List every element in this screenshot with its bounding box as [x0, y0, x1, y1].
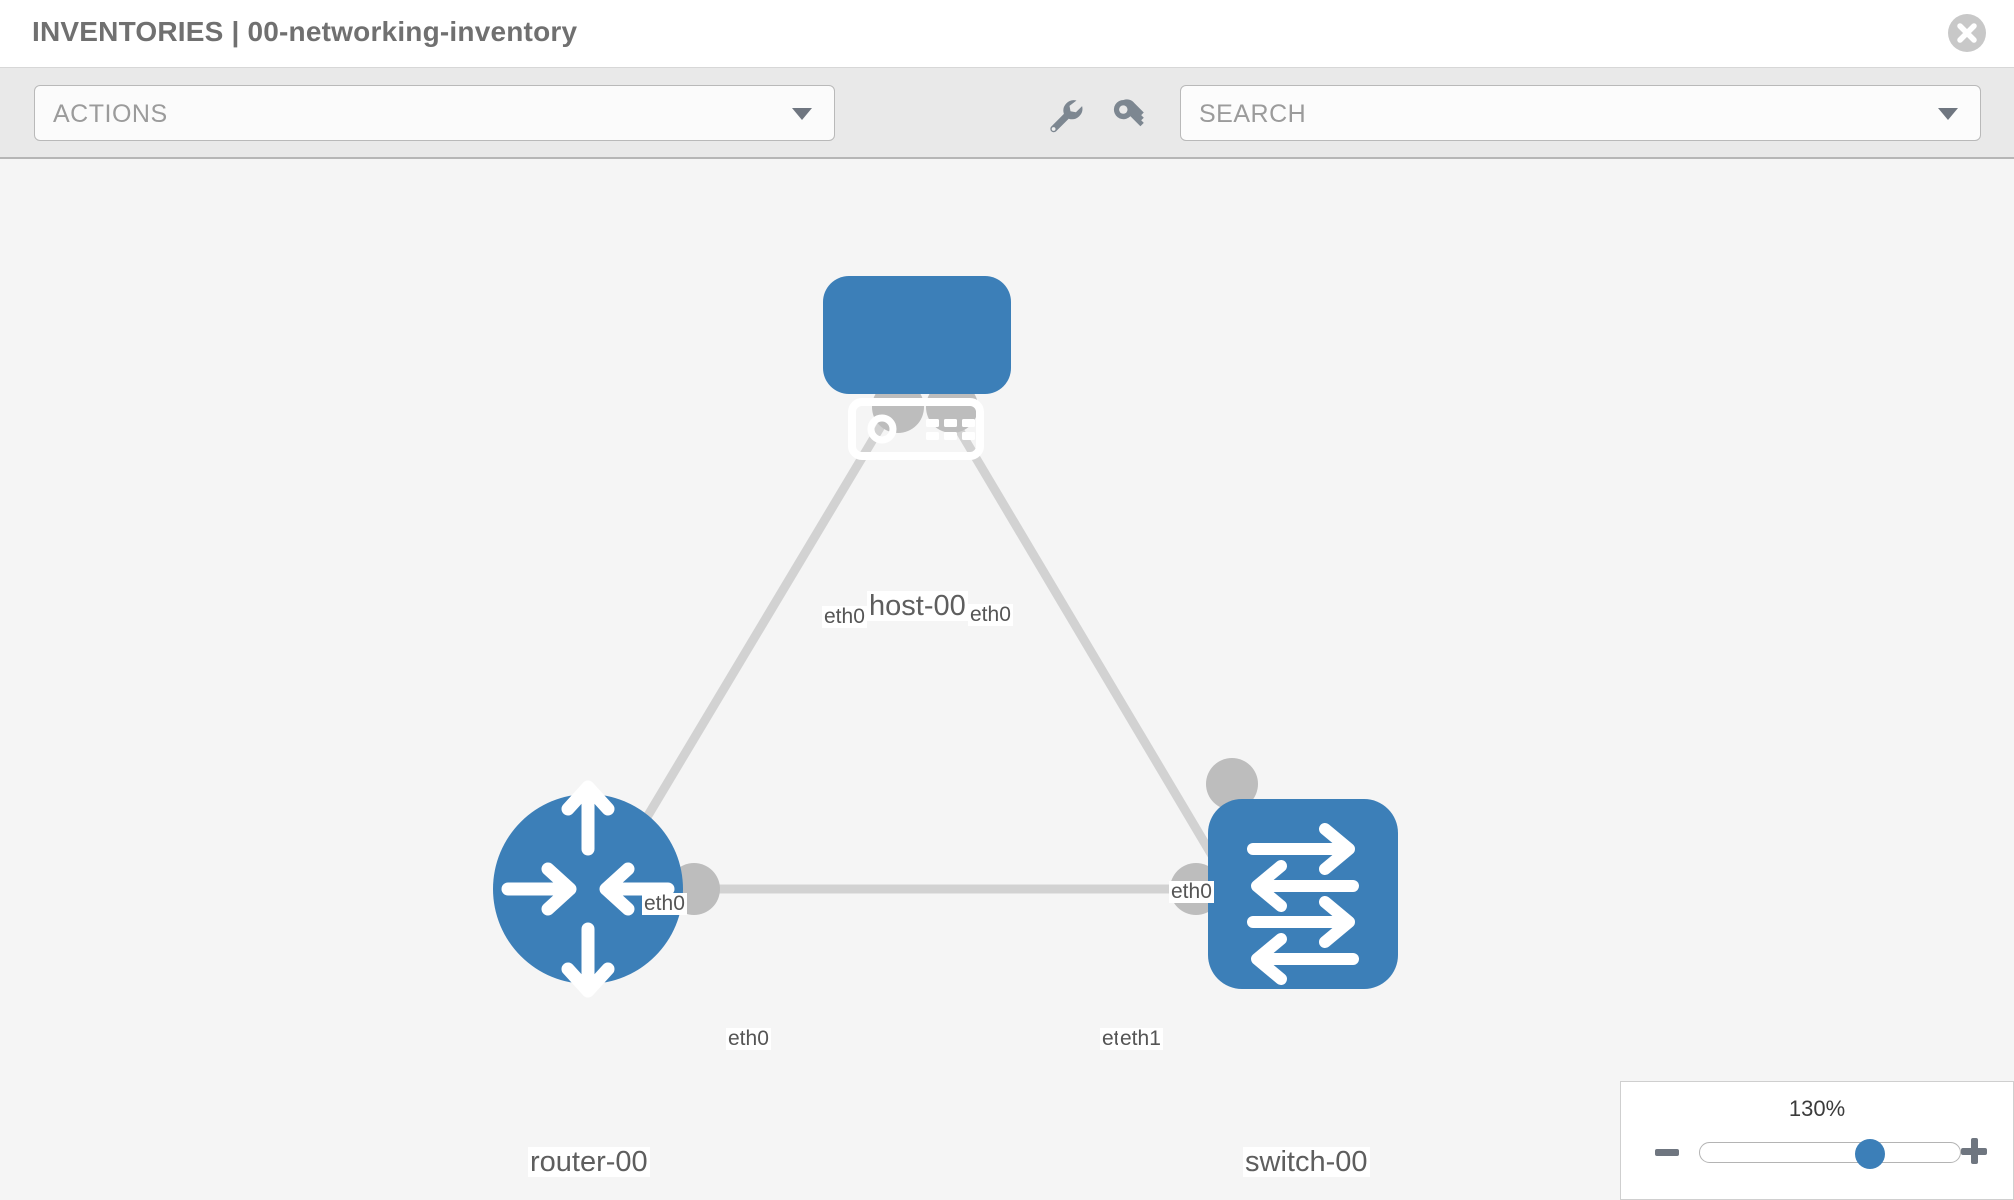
- close-icon[interactable]: [1948, 14, 1986, 52]
- actions-dropdown-label: ACTIONS: [53, 100, 168, 128]
- iface-label: eth1: [1118, 1027, 1163, 1051]
- topology-edges: [600, 408, 1240, 894]
- node-label-router-00: router-00: [528, 1146, 650, 1178]
- node-label-switch-00: switch-00: [1243, 1146, 1370, 1178]
- zoom-slider-thumb[interactable]: [1855, 1139, 1885, 1169]
- zoom-out-button[interactable]: [1655, 1149, 1679, 1156]
- page-title: INVENTORIES | 00-networking-inventory: [32, 16, 578, 47]
- search-input[interactable]: SEARCH: [1180, 85, 1981, 141]
- topology-canvas[interactable]: host-00 router-00 switch-00 eth0 eth0 et…: [0, 159, 2014, 1200]
- search-placeholder: SEARCH: [1199, 100, 1307, 128]
- edge-host-switch: [944, 408, 1236, 892]
- toolbar: ACTIONS SEARCH: [0, 68, 2014, 159]
- node-router-00[interactable]: [493, 780, 683, 998]
- node-host-00[interactable]: [823, 276, 1011, 460]
- iface-label: eth0: [642, 892, 687, 916]
- topology-graph: [493, 276, 1398, 998]
- window-header: INVENTORIES | 00-networking-inventory: [0, 0, 2014, 68]
- chevron-down-icon: [1938, 108, 1958, 120]
- topology-connectors: [668, 381, 1258, 915]
- node-switch-00[interactable]: [1208, 799, 1398, 989]
- wrench-icon[interactable]: [1043, 96, 1085, 134]
- zoom-in-button[interactable]: [1961, 1138, 1987, 1164]
- key-icon[interactable]: [1110, 96, 1152, 134]
- zoom-slider-row: [1621, 1132, 2013, 1176]
- node-label-host-00: host-00: [867, 590, 968, 622]
- iface-label: eth0: [1169, 880, 1214, 904]
- zoom-control-panel: 130%: [1620, 1081, 2014, 1200]
- zoom-percent-label: 130%: [1788, 1096, 1846, 1121]
- chevron-down-icon: [792, 108, 812, 120]
- actions-dropdown[interactable]: ACTIONS: [34, 85, 835, 141]
- zoom-slider[interactable]: [1699, 1139, 1961, 1169]
- iface-label: eth0: [726, 1027, 771, 1051]
- connector-switch-top: [1206, 758, 1258, 810]
- iface-label: eth0: [968, 603, 1013, 627]
- iface-label: eth0: [822, 605, 867, 629]
- edge-router-host: [600, 408, 894, 892]
